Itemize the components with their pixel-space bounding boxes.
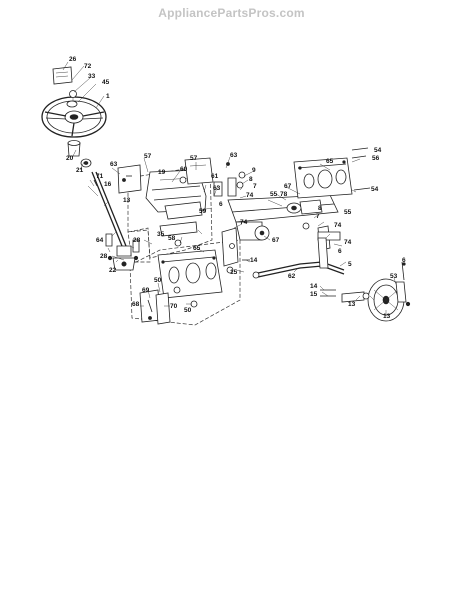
callout-7-a: 7 (253, 183, 257, 190)
wheel-hub (341, 261, 411, 322)
callout-14-a: 14 (250, 257, 258, 264)
callout-28-a: 28 (133, 237, 141, 244)
drag-link (221, 227, 345, 297)
lower-cover-plate (157, 249, 223, 299)
callout-65-a: 65 (326, 158, 334, 165)
callout-1: 1 (106, 93, 110, 100)
callout-70: 70 (170, 303, 178, 310)
callout-56: 56 (372, 155, 380, 162)
callout-67-b: 67 (272, 237, 280, 244)
callout-54-b: 54 (371, 186, 379, 193)
callout-63-b: 63 (230, 152, 238, 159)
callout-45: 45 (102, 79, 110, 86)
callout-55-b: 55 (344, 209, 352, 216)
callout-20: 20 (66, 155, 74, 162)
callout-74-a: 74 (246, 192, 254, 199)
callout-21: 21 (76, 167, 84, 174)
callout-68: 68 (132, 301, 140, 308)
callout-74-b: 74 (240, 219, 248, 226)
callout-55-a: 55 (270, 191, 278, 198)
steering-column (67, 140, 140, 271)
callout-6-b: 6 (338, 248, 342, 255)
callout-50-b: 50 (184, 307, 192, 314)
callout-54-a: 54 (374, 147, 382, 154)
callout-26: 26 (69, 56, 77, 63)
front-axle (213, 171, 341, 251)
callout-74-c: 74 (334, 222, 342, 229)
callout-22: 22 (109, 267, 117, 274)
callout-62: 62 (288, 273, 296, 280)
shroud-brackets (117, 157, 230, 247)
callout-53: 53 (390, 273, 398, 280)
callout-7-b: 7 (316, 213, 320, 220)
callout-58: 58 (168, 235, 176, 242)
callout-16: 16 (104, 181, 112, 188)
callout-35: 35 (157, 231, 165, 238)
callout-71: 71 (96, 173, 104, 180)
callout-9: 9 (252, 167, 256, 174)
callout-8-a: 8 (249, 176, 253, 183)
callout-33: 33 (88, 73, 96, 80)
site-watermark: AppliancePartsPros.com (158, 6, 305, 20)
callout-74-d: 74 (344, 239, 352, 246)
callout-63-a: 63 (110, 161, 118, 168)
callout-14-b: 14 (310, 283, 318, 290)
callout-13-c: 13 (383, 313, 391, 320)
callout-78: 78 (280, 191, 288, 198)
callout-60: 60 (180, 166, 188, 173)
callout-64: 64 (96, 237, 104, 244)
callout-labels: 26 72 33 45 1 20 21 71 16 63 57 19 60 57… (66, 56, 406, 320)
callout-28-b: 28 (100, 253, 108, 260)
callout-69: 69 (142, 287, 150, 294)
lower-bracket (139, 286, 198, 325)
callout-6-a: 6 (219, 201, 223, 208)
callout-13-a: 13 (123, 197, 131, 204)
callout-63-c: 63 (213, 185, 221, 192)
callout-72: 72 (84, 63, 92, 70)
callout-15-a: 15 (230, 269, 238, 276)
callout-65-b: 65 (193, 245, 201, 252)
callout-15-b: 15 (310, 291, 318, 298)
callout-50-a: 50 (154, 277, 162, 284)
right-cover-plate (293, 147, 371, 199)
callout-61: 61 (211, 173, 219, 180)
callout-67-a: 67 (284, 183, 292, 190)
callout-6-c: 6 (402, 257, 406, 264)
callout-19: 19 (158, 169, 166, 176)
callout-57-a: 57 (144, 153, 152, 160)
callout-59: 59 (199, 208, 207, 215)
steering-wheel (41, 66, 107, 138)
callout-8-b: 8 (318, 205, 322, 212)
callout-5: 5 (348, 261, 352, 268)
leader-lines (62, 61, 397, 316)
callout-13-b: 13 (348, 301, 356, 308)
callout-57-b: 57 (190, 155, 198, 162)
